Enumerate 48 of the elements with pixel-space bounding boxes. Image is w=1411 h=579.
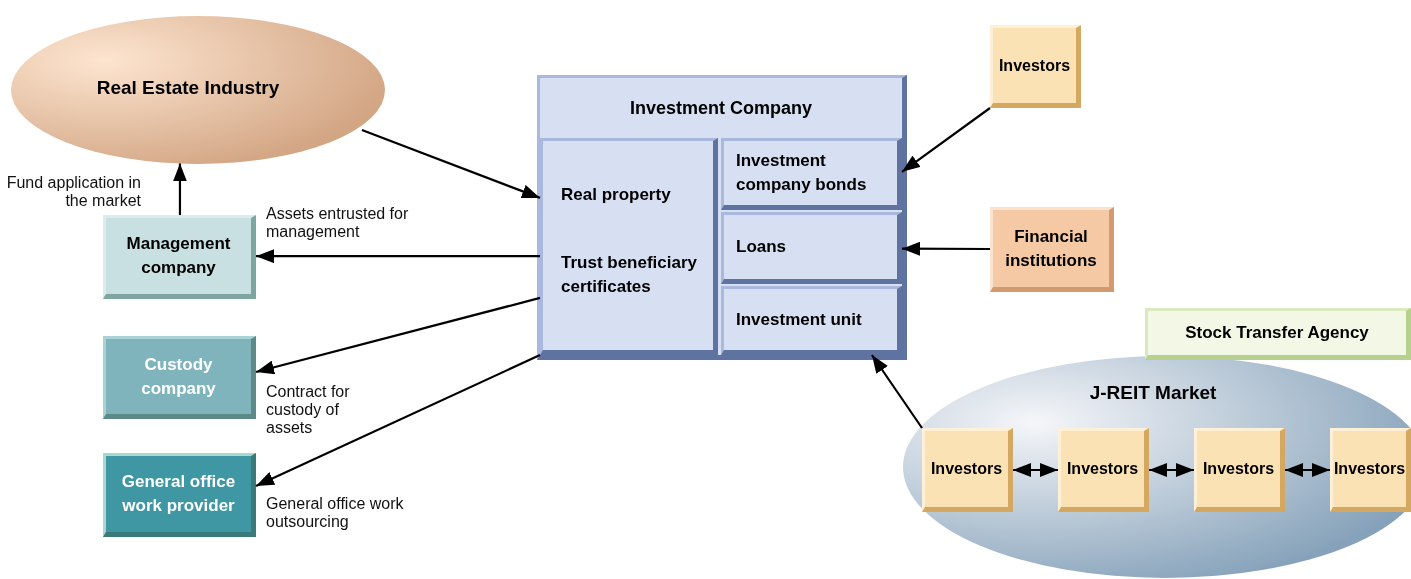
arrow bbox=[255, 296, 541, 375]
arrow bbox=[1013, 463, 1058, 477]
node-label: Investors bbox=[930, 459, 1003, 479]
node-label: Loans bbox=[736, 236, 787, 258]
arrow bbox=[1149, 463, 1194, 477]
process-box bbox=[103, 336, 256, 419]
process-box bbox=[1330, 428, 1411, 512]
process-box bbox=[721, 138, 902, 210]
asset-box bbox=[540, 138, 718, 355]
edge-label: Contract for custody of assets bbox=[266, 383, 351, 437]
process-box bbox=[103, 215, 256, 299]
arrow bbox=[255, 354, 541, 487]
arrow bbox=[902, 241, 990, 256]
node-label: Real Estate Industry bbox=[96, 75, 280, 100]
process-box bbox=[1194, 428, 1285, 512]
node-label: Investment unit bbox=[736, 308, 862, 331]
node-label: J-REIT Market bbox=[1089, 381, 1217, 405]
arrow bbox=[901, 107, 991, 173]
process-box bbox=[721, 212, 902, 284]
arrow bbox=[361, 129, 541, 199]
node-label: Custody company bbox=[140, 353, 217, 400]
edge-label: General office work outsourcing bbox=[266, 495, 405, 531]
node-label: Investors bbox=[998, 55, 1071, 76]
ellipse-node bbox=[10, 15, 386, 165]
process-box bbox=[990, 207, 1114, 292]
arrow bbox=[256, 249, 540, 264]
edge-label: Assets entrusted for management bbox=[266, 205, 410, 241]
node-label: Real property bbox=[561, 184, 671, 206]
node-label: Investors bbox=[1202, 459, 1275, 479]
node-label: Investors bbox=[1066, 459, 1139, 479]
node-label: Financial institutions bbox=[1004, 225, 1098, 272]
node-label: Investment Company bbox=[630, 97, 812, 120]
arrow bbox=[1285, 463, 1330, 477]
node-label: Stock Transfer Agency bbox=[1185, 322, 1369, 344]
process-box bbox=[1145, 308, 1411, 360]
node-label: Investors bbox=[1333, 459, 1406, 479]
process-box bbox=[990, 25, 1081, 108]
node-label: Management company bbox=[125, 233, 232, 279]
process-box bbox=[922, 428, 1013, 512]
process-box bbox=[1058, 428, 1149, 512]
process-box bbox=[103, 453, 256, 537]
node-label: General office work provider bbox=[120, 471, 237, 517]
edge-label: Fund application in the market bbox=[5, 174, 141, 210]
company-panel bbox=[537, 75, 907, 360]
arrow bbox=[871, 354, 923, 429]
arrow bbox=[172, 163, 187, 215]
node-label: Investment company bonds bbox=[736, 150, 868, 196]
node-label: Trust beneficiary certificates bbox=[561, 252, 699, 298]
